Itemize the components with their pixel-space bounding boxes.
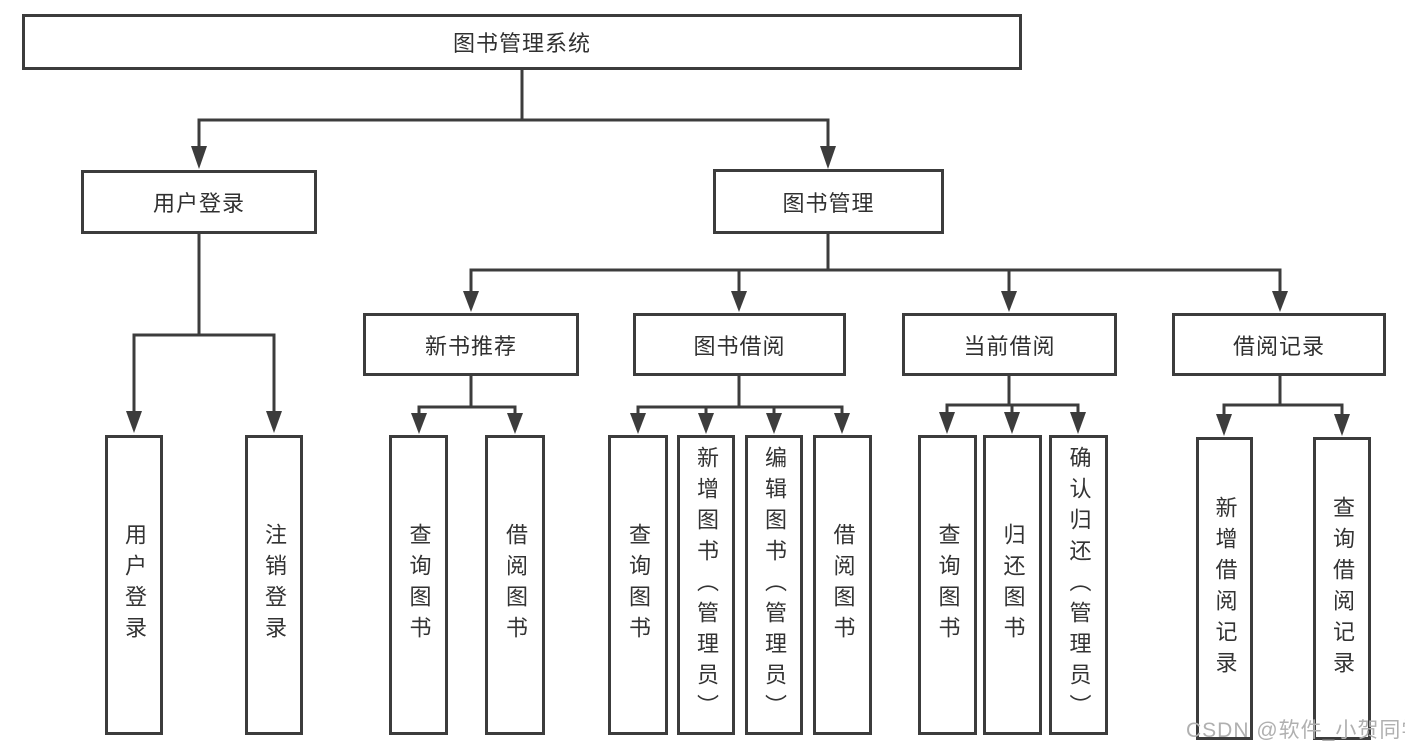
node-leaf-borrow-books-recommend: 借阅图书 bbox=[485, 435, 545, 735]
node-borrowing-records: 借阅记录 bbox=[1172, 313, 1386, 376]
arrowheads-book-borrowing-children bbox=[630, 413, 850, 434]
node-label: 借阅图书 bbox=[830, 523, 856, 647]
node-label: 借阅记录 bbox=[1232, 333, 1325, 359]
node-leaf-add-book-admin: 新增图书（管理员） bbox=[677, 435, 735, 735]
node-leaf-borrow-books: 借阅图书 bbox=[813, 435, 872, 735]
node-book-borrowing: 图书借阅 bbox=[633, 313, 846, 376]
node-book-management: 图书管理 bbox=[713, 169, 944, 234]
node-leaf-query-books-recommend: 查询图书 bbox=[389, 435, 448, 735]
node-label: 查询图书 bbox=[406, 523, 432, 647]
node-label: 新增借阅记录 bbox=[1212, 495, 1238, 682]
node-label: 用户登录 bbox=[152, 191, 245, 216]
connector-borrow-records-children bbox=[1222, 376, 1344, 414]
node-current-borrowing: 当前借阅 bbox=[902, 313, 1117, 376]
node-leaf-query-books-borrowing: 查询图书 bbox=[608, 435, 668, 735]
node-label: 新书推荐 bbox=[424, 333, 517, 359]
node-leaf-confirm-return-admin: 确认归还（管理员） bbox=[1049, 435, 1108, 735]
connector-user-login-children bbox=[132, 234, 276, 411]
arrowheads-borrow-records-children bbox=[1216, 414, 1350, 436]
arrowheads-user-login-children bbox=[126, 411, 282, 433]
connector-new-book-children bbox=[417, 376, 517, 413]
node-library-management-system: 图书管理系统 bbox=[22, 14, 1022, 70]
node-label: 查询借阅记录 bbox=[1330, 495, 1355, 682]
watermark: CSDN @软件_小贺同学 bbox=[1186, 719, 1405, 742]
connector-current-borrowing-children bbox=[945, 376, 1080, 412]
node-leaf-user-login: 用户登录 bbox=[105, 435, 163, 735]
connector-root-to-level2 bbox=[197, 70, 830, 146]
node-leaf-query-borrow-record: 查询借阅记录 bbox=[1313, 437, 1371, 740]
arrowheads-current-borrowing-children bbox=[939, 412, 1086, 434]
arrowheads-level2 bbox=[191, 146, 836, 169]
connector-book-management-to-level3 bbox=[469, 234, 1282, 291]
node-leaf-return-books: 归还图书 bbox=[983, 435, 1042, 735]
node-new-book-recommendation: 新书推荐 bbox=[363, 313, 579, 376]
connector-book-borrowing-children bbox=[636, 376, 844, 413]
node-label: 归还图书 bbox=[1000, 523, 1026, 647]
node-label: 图书管理 bbox=[782, 190, 875, 216]
node-label: 图书管理系统 bbox=[452, 31, 591, 56]
node-label: 编辑图书（管理员） bbox=[762, 445, 787, 725]
node-label: 确认归还（管理员） bbox=[1066, 445, 1092, 725]
node-leaf-logout: 注销登录 bbox=[245, 435, 303, 735]
node-label: 注销登录 bbox=[262, 523, 287, 647]
arrowheads-level3 bbox=[463, 291, 1288, 312]
node-label: 借阅图书 bbox=[503, 523, 528, 647]
arrowheads-new-book-children bbox=[411, 413, 523, 434]
node-label: 查询图书 bbox=[626, 523, 651, 647]
node-label: 查询图书 bbox=[935, 523, 961, 647]
node-label: 图书借阅 bbox=[693, 333, 786, 359]
node-label: 用户登录 bbox=[122, 523, 147, 647]
node-leaf-edit-book-admin: 编辑图书（管理员） bbox=[745, 435, 803, 735]
node-leaf-query-books-current: 查询图书 bbox=[918, 435, 977, 735]
node-label: 新增图书（管理员） bbox=[694, 445, 719, 725]
node-user-login: 用户登录 bbox=[81, 170, 317, 234]
node-label: 当前借阅 bbox=[963, 333, 1056, 359]
node-leaf-add-borrow-record: 新增借阅记录 bbox=[1196, 437, 1253, 740]
